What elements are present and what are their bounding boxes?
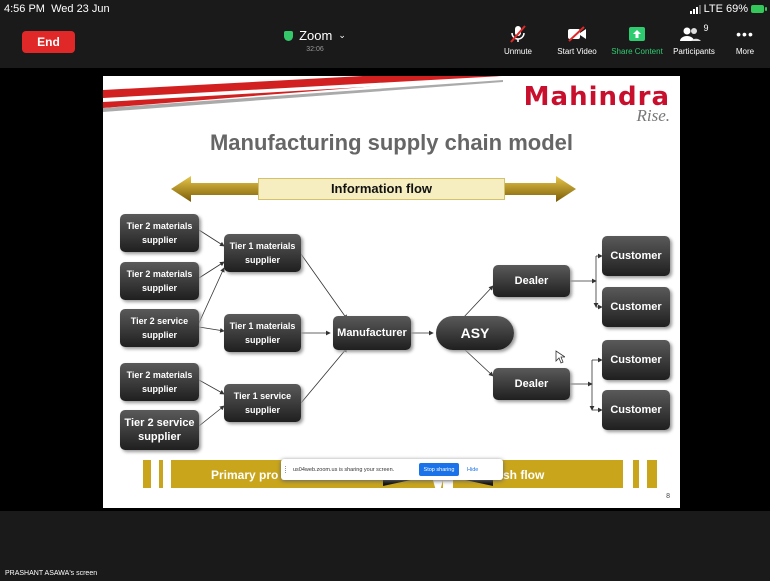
share-icon [606,24,668,44]
cash-flow-label: sh flow [503,468,545,482]
drag-handle[interactable] [285,466,289,473]
screen-owner-label: PRASHANT ASAWA's screen [5,570,98,577]
sharing-message: us04web.zoom.us is sharing your screen. [293,467,395,473]
muted-microphone-icon [498,24,538,44]
mahindra-logo: Mahindra Rise. [524,82,670,126]
bottom-band-bar [159,460,163,488]
footer: PRASHANT ASAWA's screen [0,511,770,581]
dealer-box: Dealer [493,368,570,400]
bottom-band-bar [143,460,151,488]
participants-icon: 9 [668,23,720,44]
information-flow-label: Information flow [258,178,505,200]
meeting-title: Zoom [299,28,333,43]
start-video-button[interactable]: Start Video [552,24,602,56]
mouse-cursor-icon [555,350,565,364]
slide-title: Manufacturing supply chain model [209,130,574,155]
primary-flow-label: Primary pro [211,468,279,482]
bottom-band-bar [647,460,657,488]
signal-icon [689,4,701,14]
manufacturer-box: Manufacturer [333,316,411,350]
tier2-materials-supplier-box: Tier 2 materials supplier [120,262,199,300]
flow-connectors [198,229,603,427]
more-label: More [735,47,755,56]
tier2-materials-supplier-box: Tier 2 materials supplier [120,214,199,252]
unmute-label: Unmute [503,47,532,56]
security-shield-icon [284,30,294,41]
participants-label: Participants [673,47,715,56]
participant-count: 9 [703,23,709,33]
meeting-timer: 32:06 [306,46,324,53]
slide: Mahindra Rise. Manufacturing supply chai… [103,76,680,508]
logo-tagline: Rise. [636,106,670,125]
customer-box: Customer [602,236,670,276]
page-number: 8 [666,493,670,500]
logo-brand: Mahindra [523,82,670,112]
hide-button[interactable]: Hide [467,467,479,473]
participants-button[interactable]: 9 Participants [668,23,720,56]
share-content-label: Share Content [611,47,663,56]
status-right: LTE 69% [689,3,767,15]
customer-box: Customer [602,390,670,430]
chevron-down-icon: ⌄ [338,30,346,40]
tier1-materials-supplier-box: Tier 1 materials supplier [224,234,301,272]
customer-box: Customer [602,287,670,327]
share-content-button[interactable]: Share Content [606,24,668,56]
tier2-service-supplier-box: Tier 2 service supplier [120,309,199,347]
network-label: LTE [703,3,723,15]
meeting-info[interactable]: Zoom ⌄ 32:06 [255,28,375,53]
unmute-button[interactable]: Unmute [498,24,538,56]
video-off-icon [552,24,602,44]
battery-percent: 69% [725,3,748,15]
battery-icon [751,5,767,13]
meeting-toolbar: End Zoom ⌄ 32:06 Unmute Start Video Share… [0,18,770,68]
customer-box: Customer [602,340,670,380]
dealer-box: Dealer [493,265,570,297]
asy-box: ASY [436,316,514,350]
shared-screen: Mahindra Rise. Manufacturing supply chai… [0,68,770,511]
tier1-materials-supplier-box: Tier 1 materials supplier [224,314,301,352]
more-icon: ••• [736,26,754,42]
tier2-service-supplier-box: Tier 2 service supplier [120,410,199,450]
decorative-stripe [103,76,503,112]
tier1-service-supplier-box: Tier 1 service supplier [224,384,301,422]
more-button[interactable]: ••• More [728,24,762,56]
stop-sharing-button[interactable]: Stop sharing [419,463,459,476]
start-video-label: Start Video [557,47,597,56]
screen-sharing-bar: us04web.zoom.us is sharing your screen. … [281,459,503,480]
status-bar: 4:56 PM Wed 23 Jun LTE 69% [0,0,770,18]
tier2-materials-supplier-box: Tier 2 materials supplier [120,363,199,401]
end-button[interactable]: End [22,31,75,53]
bottom-band-bar [633,460,639,488]
status-time: 4:56 PM Wed 23 Jun [4,3,110,15]
